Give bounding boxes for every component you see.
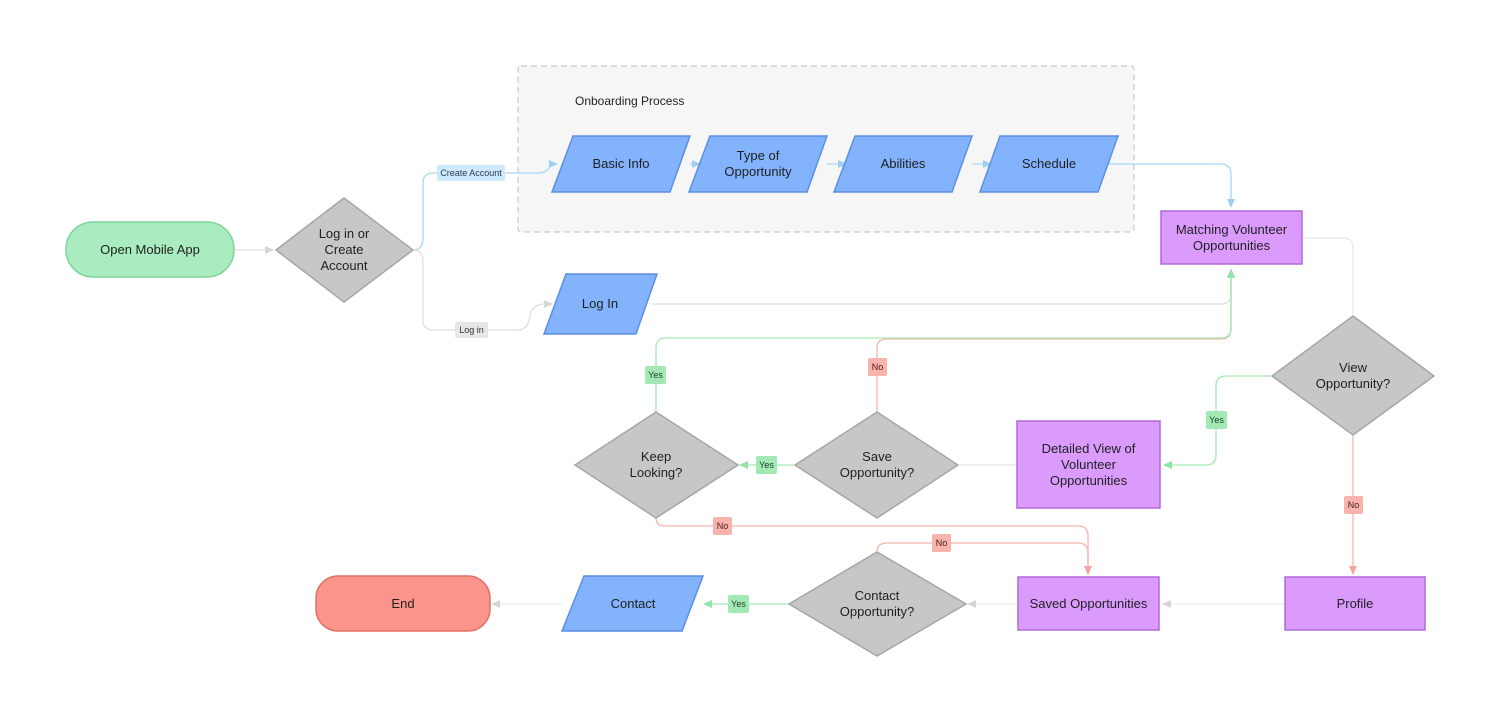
label-open-mobile-app: Open Mobile App	[100, 241, 200, 257]
node-keep-looking[interactable]	[573, 411, 740, 519]
edge-label-view-no: No	[1344, 496, 1363, 514]
node-log-in[interactable]	[542, 273, 659, 335]
edge-log-in	[412, 249, 553, 331]
label-matching-volunteer-opportunities: Matching Volunteer Opportunities	[1175, 221, 1288, 253]
node-save-opportunity[interactable]	[793, 411, 960, 519]
node-profile[interactable]	[1284, 576, 1426, 631]
label-saved-opportunities: Saved Opportunities	[1029, 595, 1148, 611]
edge-label-log-in: Log in	[455, 322, 488, 338]
edge-keep-no	[655, 517, 1092, 575]
edge-label-view-yes: Yes	[1206, 411, 1227, 429]
label-end: End	[391, 595, 415, 611]
node-detailed-view[interactable]	[1016, 420, 1161, 509]
edge-save-no	[876, 269, 1235, 412]
edge-login-to-matching	[652, 268, 1235, 305]
label-log-in: Log In	[581, 296, 619, 311]
label-contact-opportunity: Contact Opportunity?	[839, 588, 915, 619]
edge-contact-no	[876, 542, 1092, 575]
node-abilities[interactable]	[832, 135, 974, 193]
edge-matching-to-view	[1302, 237, 1354, 314]
edge-label-contact-yes: Yes	[728, 595, 749, 613]
label-keep-looking: Keep Looking?	[629, 449, 683, 480]
label-basic-info: Basic Info	[592, 156, 650, 171]
edge-schedule-to-matching	[1108, 163, 1235, 208]
node-login-or-create[interactable]	[274, 197, 415, 303]
node-matching-volunteer-opportunities[interactable]	[1160, 210, 1303, 265]
label-type-of-opportunity: Type of Opportunity	[724, 148, 792, 179]
edge-label-keep-yes: Yes	[645, 366, 666, 384]
node-view-opportunity[interactable]	[1270, 315, 1436, 436]
label-abilities: Abilities	[880, 156, 926, 171]
edge-label-contact-no: No	[932, 534, 951, 552]
edge-label-save-no: No	[868, 358, 887, 376]
node-schedule[interactable]	[978, 135, 1120, 193]
edge-label-save-yes: Yes	[756, 456, 777, 474]
edge-create-account	[412, 160, 558, 251]
edge-label-keep-no: No	[713, 517, 732, 535]
node-basic-info[interactable]	[550, 135, 692, 193]
edge-label-create-account: Create Account	[437, 165, 505, 181]
label-detailed-view: Detailed View of Volunteer Opportunities	[1041, 440, 1136, 488]
label-contact: Contact	[610, 595, 656, 611]
node-saved-opportunities[interactable]	[1017, 576, 1160, 631]
label-save-opportunity: Save Opportunity?	[839, 449, 915, 480]
node-type-of-opportunity[interactable]	[687, 135, 829, 193]
node-contact-opportunity[interactable]	[787, 551, 968, 657]
onboarding-group-title: Onboarding Process	[575, 94, 685, 108]
node-open-mobile-app[interactable]	[65, 221, 235, 278]
label-profile: Profile	[1336, 595, 1374, 611]
node-end[interactable]	[315, 575, 491, 632]
node-contact[interactable]	[560, 575, 705, 632]
edge-keep-yes	[655, 269, 1235, 412]
label-schedule: Schedule	[1021, 156, 1077, 171]
label-login-or-create: Log in or Create Account	[318, 226, 370, 273]
label-view-opportunity: View Opportunity?	[1315, 360, 1391, 391]
